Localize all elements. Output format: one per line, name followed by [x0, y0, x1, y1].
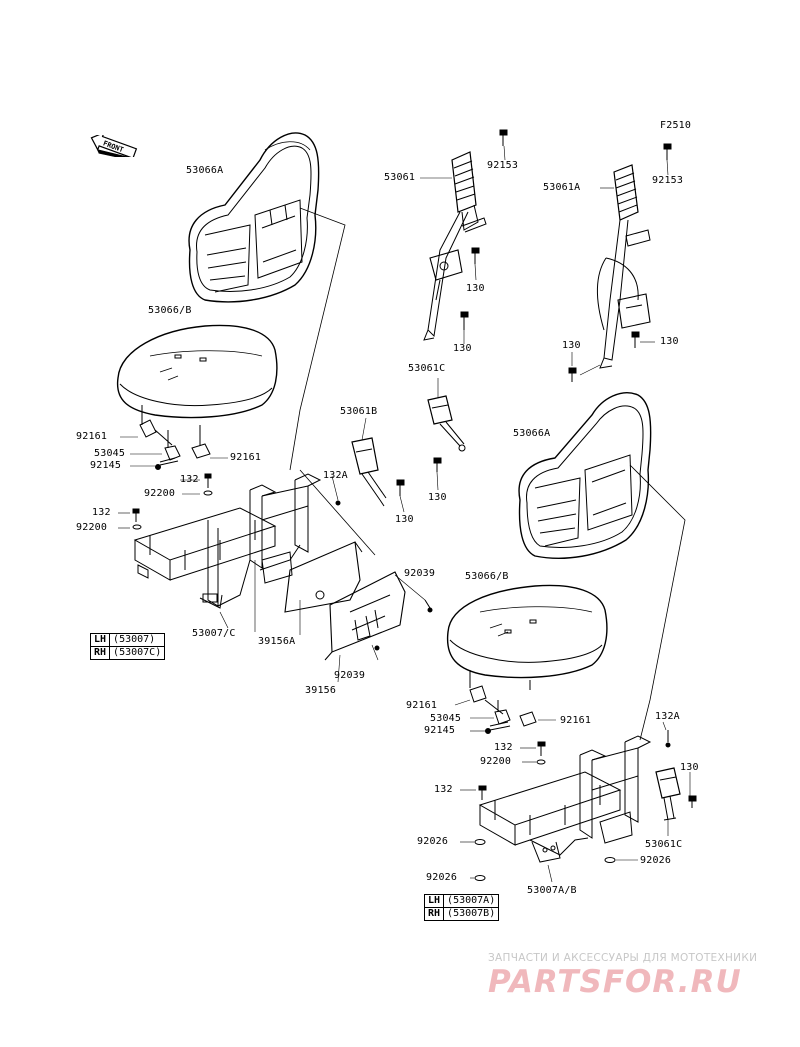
bolts-left: [132, 473, 213, 530]
label-53007ab: 53007A/B: [527, 885, 577, 896]
code-value: (53007C): [109, 646, 166, 660]
label-130-f: 130: [395, 514, 414, 525]
seat-back-right: [518, 392, 652, 559]
label-92161-a: 92161: [76, 431, 108, 442]
label-92153-a: 92153: [487, 160, 519, 171]
label-92161-c: 92161: [406, 700, 438, 711]
buckle-53061b: [351, 437, 387, 507]
code-side: RH: [423, 907, 445, 921]
label-132-b: 132: [92, 507, 111, 518]
label-53061c-bot: 53061C: [645, 839, 683, 850]
label-130-c: 130: [660, 336, 679, 347]
buckle-53061c: [427, 395, 466, 452]
label-132-d: 132: [434, 784, 453, 795]
label-132-a: 132: [180, 474, 199, 485]
code-table-left: LH (53007) RH (53007C): [89, 633, 166, 660]
seat-cushion-right: [446, 584, 608, 690]
label-130-e: 130: [428, 492, 447, 503]
watermark-logo: PARTSFOR.RU: [488, 964, 742, 1000]
code-side: LH: [89, 633, 111, 647]
label-92200-c: 92200: [480, 756, 512, 767]
label-130-g: 130: [680, 762, 699, 773]
cushion-hardware-left: [139, 405, 211, 470]
label-130-d: 130: [562, 340, 581, 351]
code-side: RH: [89, 646, 111, 660]
seatbelt-53061a: [597, 164, 651, 369]
code-row-lh: LH (53007A): [423, 894, 500, 908]
label-53061a: 53061A: [543, 182, 581, 193]
label-53066b-bot: 53066/B: [465, 571, 509, 582]
label-132a-top: 132A: [323, 470, 348, 481]
label-92161-b: 92161: [230, 452, 262, 463]
front-arrow-icon: FRONT: [90, 135, 138, 157]
code-value: (53007): [109, 633, 166, 647]
code-value: (53007B): [443, 907, 500, 921]
watermark-tagline: ЗАПЧАСТИ И АКСЕССУАРЫ ДЛЯ МОТОТЕХНИКИ: [488, 952, 758, 964]
label-92145-a: 92145: [90, 460, 122, 471]
label-132a-bot: 132A: [655, 711, 680, 722]
code-row-lh: LH (53007): [89, 633, 166, 647]
label-53045-a: 53045: [94, 448, 126, 459]
label-132-c: 132: [494, 742, 513, 753]
panel-39156: [324, 571, 406, 661]
label-92153-b: 92153: [652, 175, 684, 186]
label-53061b: 53061B: [340, 406, 378, 417]
code-side: LH: [423, 894, 445, 908]
label-53045-b: 53045: [430, 713, 462, 724]
seatbelt-53061: [423, 151, 487, 341]
label-92039-b: 92039: [334, 670, 366, 681]
diagram-code: F2510: [660, 120, 692, 131]
label-53066b-top: 53066/B: [148, 305, 192, 316]
label-92145-b: 92145: [424, 725, 456, 736]
code-row-rh: RH (53007C): [89, 646, 166, 660]
label-53061: 53061: [384, 172, 416, 183]
label-130-b: 130: [453, 343, 472, 354]
label-92039-a: 92039: [404, 568, 436, 579]
code-table-right: LH (53007A) RH (53007B): [423, 894, 500, 921]
label-92200-a: 92200: [144, 488, 176, 499]
label-130-a: 130: [466, 283, 485, 294]
label-53066a-bot: 53066A: [513, 428, 551, 439]
panel-39156a: [284, 541, 363, 613]
label-92026-b: 92026: [640, 855, 672, 866]
label-92161-d: 92161: [560, 715, 592, 726]
label-92026-a: 92026: [417, 836, 449, 847]
label-92026-c: 92026: [426, 872, 458, 883]
seat-frame-left: [133, 473, 322, 609]
seat-cushion-left: [116, 324, 278, 419]
code-value: (53007A): [443, 894, 500, 908]
code-row-rh: RH (53007B): [423, 907, 500, 921]
label-39156: 39156: [305, 685, 337, 696]
label-92200-b: 92200: [76, 522, 108, 533]
cushion-hardware-right: [469, 685, 537, 734]
label-53066a-top: 53066A: [186, 165, 224, 176]
seat-frame-right: [478, 735, 652, 863]
label-53007c: 53007/C: [192, 628, 236, 639]
label-39156a: 39156A: [258, 636, 296, 647]
label-53061c-top: 53061C: [408, 363, 446, 374]
buckle-53061c-right: [655, 767, 681, 821]
seat-back-left: [188, 132, 320, 303]
